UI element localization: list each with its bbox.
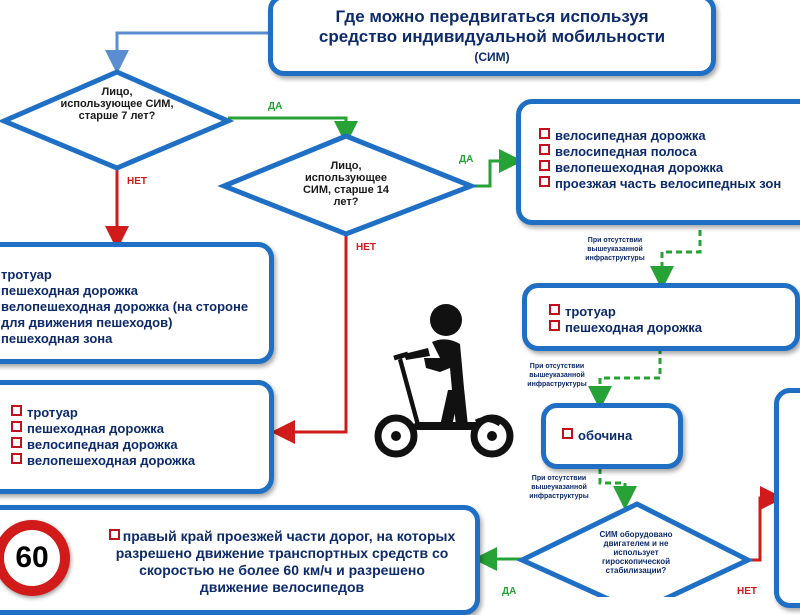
box-under-7: тротуар пешеходная дорожка велопешеходна… (0, 242, 274, 364)
yes-label-motor: ДА (502, 586, 517, 597)
yes-label-age14: ДА (459, 154, 474, 165)
list-item: пешеходная дорожка (1, 283, 139, 298)
decision-motor-diamond (516, 501, 754, 597)
list-item: тротуар (1, 267, 52, 282)
box-age-7-to-14: тротуар пешеходная дорожка велосипедная … (0, 380, 274, 494)
note-absent-infra-1: При отсутствии вышеуказанной инфраструкт… (585, 237, 645, 262)
box-shoulder: обочина (541, 403, 683, 469)
title-line3: (СИМ) (474, 50, 510, 64)
list-item: велопешеходная дорожка (на стороне для д… (1, 299, 249, 330)
scooter-rider-icon (374, 304, 514, 458)
title-box: Где можно передвигаться используя средст… (268, 0, 716, 76)
note-absent-infra-2: При отсутствии вышеуказанной инфраструкт… (527, 363, 587, 388)
no-label-age14: НЕТ (356, 242, 376, 253)
yes-label-age7: ДА (268, 101, 283, 112)
list-item: велосипедная дорожка (11, 437, 269, 453)
title-line1: Где можно передвигаться используя (335, 7, 649, 26)
list-item: велосипедная дорожка (539, 128, 800, 144)
box-bicycle-infra: велосипедная дорожка велосипедная полоса… (516, 99, 800, 225)
speed-limit-sign-icon: 60 (0, 520, 70, 596)
road-60-text: правый край проезжей части дорог, на кот… (103, 528, 461, 596)
list-item: пешеходная зона (1, 331, 113, 346)
list-item: обочина (562, 428, 678, 444)
decision-age14-diamond (217, 133, 478, 237)
note-absent-infra-3: При отсутствии вышеуказанной инфраструкт… (529, 475, 589, 500)
list-item: тротуар (549, 304, 795, 320)
decision-age7-diamond (0, 69, 235, 171)
box-right-partial (774, 388, 800, 608)
list-item: пешеходная дорожка (11, 421, 269, 437)
box-road-60: правый край проезжей части дорог, на кот… (0, 505, 480, 615)
list-item: велопешеходная дорожка (11, 453, 269, 469)
list-item: тротуар (11, 405, 269, 421)
speed-limit-value: 60 (4, 530, 60, 586)
list-item: велосипедная полоса (539, 144, 800, 160)
list-item: проезжая часть велосипедных зон (539, 176, 800, 192)
list-item: велопешеходная дорожка (539, 160, 800, 176)
box-sidewalk-pedestrian: тротуар пешеходная дорожка (522, 283, 800, 351)
no-label-motor: НЕТ (737, 586, 757, 597)
list-item: пешеходная дорожка (549, 320, 795, 336)
decision-age7-text: Лицо, использующее СИМ, старше 7 лет? (60, 86, 174, 122)
decision-age14-text: Лицо, использующее СИМ, старше 14 лет? (302, 160, 390, 208)
flow-connectors (105, 31, 784, 571)
decision-motor-text: СИМ оборудовано двигателем и не использу… (599, 530, 673, 575)
title-line2: средство индивидуальной мобильности (318, 27, 666, 46)
no-label-age7: НЕТ (127, 176, 147, 187)
decision-diamonds (0, 69, 754, 597)
